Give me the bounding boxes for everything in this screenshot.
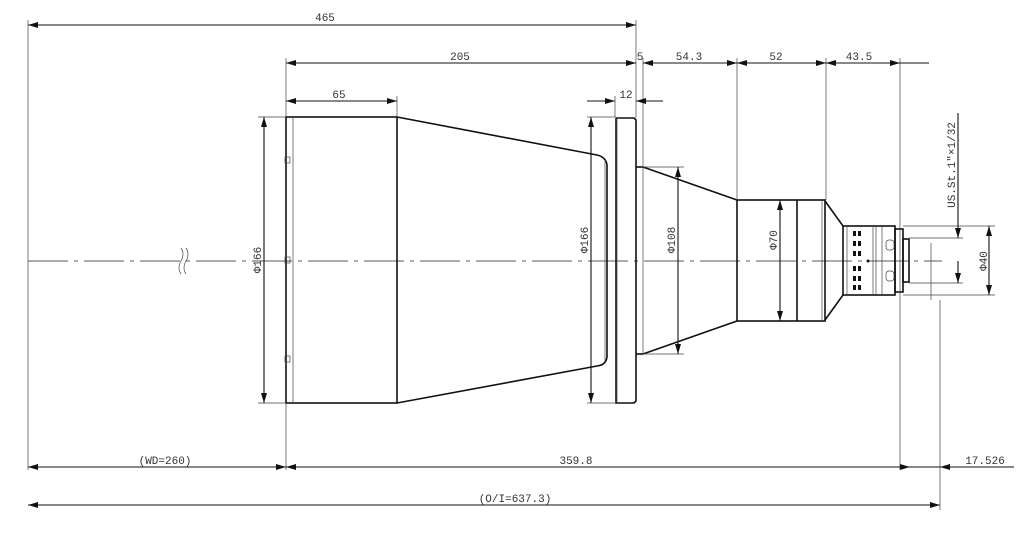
dimension-rear-length: 43.5 <box>826 52 929 470</box>
svg-text:43.5: 43.5 <box>846 52 872 64</box>
svg-text:Φ40: Φ40 <box>979 251 991 271</box>
svg-text:52: 52 <box>769 52 782 64</box>
svg-text:5: 5 <box>637 52 644 64</box>
dimension-flange-diameter: Φ166 <box>580 116 616 404</box>
dimension-front-barrel-length: 65 <box>286 90 398 117</box>
svg-text:54.3: 54.3 <box>676 52 702 64</box>
svg-text:(WD=260): (WD=260) <box>139 456 192 468</box>
dimension-thread-spec: US.St.1"×1/32 <box>909 113 963 300</box>
svg-text:Φ70: Φ70 <box>769 230 781 250</box>
svg-text:465: 465 <box>315 13 335 25</box>
svg-text:Φ166: Φ166 <box>253 247 265 273</box>
svg-text:359.8: 359.8 <box>559 456 592 468</box>
svg-text:17.526: 17.526 <box>965 456 1005 468</box>
dimension-object-to-image: (O/I=637.3) <box>28 494 940 508</box>
dimension-working-distance: (WD=260) <box>28 403 287 470</box>
dimension-flange-gap: 5 <box>637 52 644 167</box>
break-symbol <box>178 247 189 275</box>
svg-text:12: 12 <box>619 90 632 102</box>
dimension-barrel-length: 52 <box>737 52 827 200</box>
dimension-rear-cone-diameter: Φ108 <box>643 166 684 355</box>
dimension-front-diameter: Φ166 <box>253 116 286 404</box>
dimension-body-length: 205 <box>285 52 636 117</box>
svg-text:205: 205 <box>450 52 470 64</box>
dimension-cone-length: 54.3 <box>643 52 738 200</box>
svg-text:Φ166: Φ166 <box>580 227 592 253</box>
svg-text:65: 65 <box>332 90 345 102</box>
dimension-mount-diameter: Φ40 <box>903 225 995 296</box>
lens-body <box>284 116 910 404</box>
svg-text:US.St.1"×1/32: US.St.1"×1/32 <box>947 122 959 208</box>
svg-text:Φ108: Φ108 <box>667 227 679 253</box>
dimension-barrel-diameter: Φ70 <box>769 200 783 321</box>
dimension-overall-length: 465 <box>27 13 637 470</box>
svg-text:(O/I=637.3): (O/I=637.3) <box>479 494 552 506</box>
dimension-flange-thickness: 12 <box>587 90 663 117</box>
dimension-back-focus: 17.526 <box>910 300 1014 510</box>
dimension-optical-length: 359.8 <box>286 456 910 470</box>
